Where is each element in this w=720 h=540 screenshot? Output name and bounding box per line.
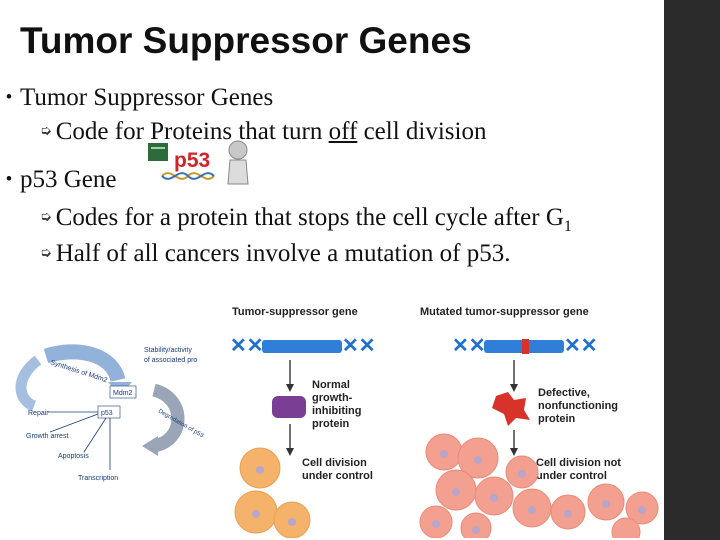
sub-bullet-text: cell division [357,118,487,145]
defective-protein-shape [492,392,530,426]
normal-division-label: Cell division [302,457,367,469]
sub-bullet-text: Codes for a protein that stops the cell … [55,204,564,231]
dna-end-icon: ✕✕ [342,335,376,357]
defective-protein-label: nonfunctioning [538,400,618,412]
p53-box-label: p53 [101,410,113,417]
normal-division-label: under control [302,470,373,482]
normal-protein-label: Normal [312,379,350,391]
slide-title: Tumor Suppressor Genes [20,20,472,61]
mdm2-box-label: Mdm2 [113,390,133,397]
slide-side-rail [664,0,720,540]
sub-bullet-codes-for-protein: ➭Codes for a protein that stops the cell… [40,204,572,236]
underlined-word: off [328,118,358,145]
figure-body-icon [227,159,249,185]
uncontrolled-division-label: Cell division not [536,457,621,469]
apoptosis-label: Apoptosis [58,453,89,460]
defective-protein-label: Defective, [538,387,590,399]
subscript: 1 [563,218,572,235]
p53-logo-text: p53 [174,149,210,172]
arrow-bullet-icon: ➭ [40,246,52,261]
normal-protein-label: growth- [312,392,353,404]
bullet-p53-gene: • p53 Gene [6,166,116,194]
gene-comparison-diagram: Tumor-suppressor gene Mutated tumor-supp… [230,306,659,538]
uncontrolled-division-label: under control [536,470,607,482]
degradation-arrow [151,383,185,453]
p53-feedback-arrow [15,355,42,412]
normal-protein-label: protein [312,418,350,430]
cancer-cells-cluster [419,433,659,538]
normal-gene-bar [262,340,342,353]
dna-end-icon: ✕✕ [230,335,264,357]
repair-label: Repair [28,410,49,417]
normal-gene-title: Tumor-suppressor gene [232,306,358,318]
sub-bullet-code-for-proteins: ➭Code for Proteins that turn off cell di… [40,118,486,146]
associated-label: of associated pro [144,357,197,364]
bullet-text: Tumor Suppressor Genes [19,84,274,111]
mutation-marker [522,339,529,354]
transcription-label: Transcription [78,475,118,482]
bullet-dot: • [6,87,12,106]
mdm2-synthesis-arrow [43,344,126,383]
dna-end-icon: ✕✕ [452,335,486,357]
arrow-bullet-icon: ➭ [40,210,52,225]
stability-label: Stability/activity [144,347,192,354]
defective-protein-label: protein [538,413,576,425]
bullet-tumor-suppressor-genes: • Tumor Suppressor Genes [6,84,273,112]
slide: Tumor Suppressor Genes • Tumor Suppressor… [6,20,659,538]
sub-bullet-text: Code for Proteins that turn [55,118,329,145]
normal-protein-label: inhibiting [312,405,361,417]
sub-bullet-text: Half of all cancers involve a mutation o… [55,240,511,267]
normal-protein-shape [272,396,306,418]
normal-cells-cluster [234,447,311,538]
figure-head-icon [228,140,248,160]
dna-end-icon: ✕✕ [564,335,598,357]
arrow-bullet-icon: ➭ [40,124,52,139]
growth-arrest-label: Growth arrest [26,433,68,440]
mutated-gene-title: Mutated tumor-suppressor gene [420,306,589,318]
sub-bullet-half-of-all-cancers: ➭Half of all cancers involve a mutation … [40,240,510,268]
p53-clipart: p53 [148,140,249,185]
bullet-text: p53 Gene [19,166,117,193]
book-icon [148,143,168,161]
bullet-dot: • [6,169,12,188]
p53-pathway-diagram: Synthesis of Mdm2 Stability/activity of … [15,344,205,482]
